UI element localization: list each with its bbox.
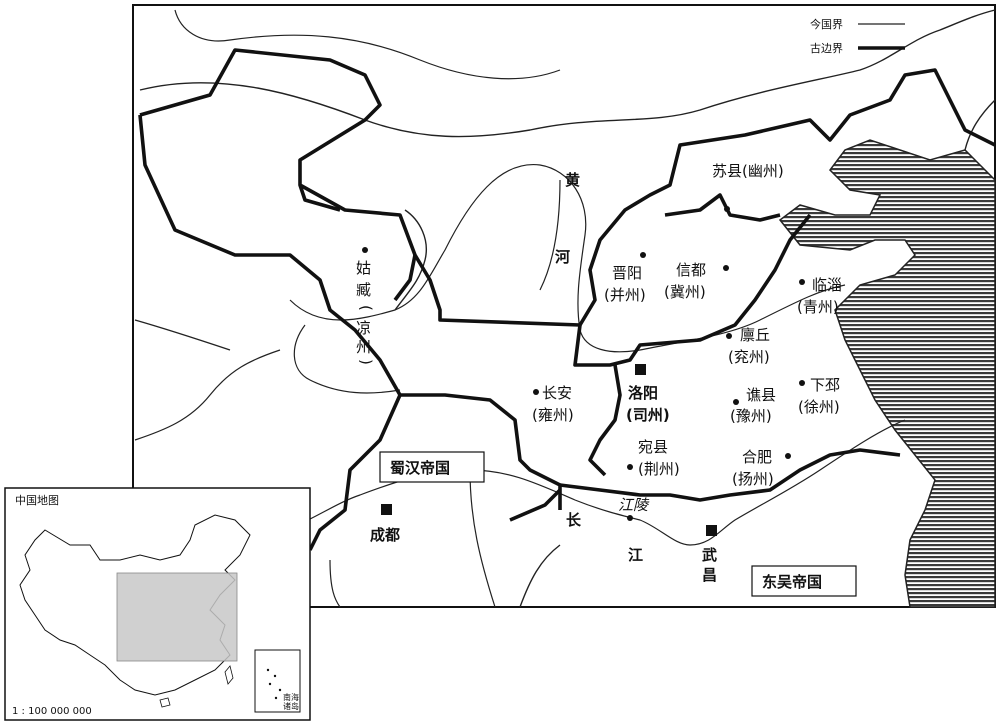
rivers bbox=[134, 9, 906, 608]
guzang-label-5: 州 bbox=[356, 338, 371, 356]
river-branch-2 bbox=[293, 324, 401, 394]
linzi-label-1: 临淄 bbox=[812, 276, 842, 294]
wanxian-label-1: 宛县 bbox=[638, 438, 668, 456]
jinyang-label-1: 晋阳 bbox=[612, 264, 642, 282]
river-branch-6 bbox=[329, 559, 341, 608]
river-label-jiang: 江 bbox=[628, 546, 643, 564]
inset-islands-label-1: 南海 bbox=[283, 692, 299, 702]
linzi-dot bbox=[799, 279, 805, 285]
ancient-borders bbox=[138, 48, 996, 551]
luoyang-label-2: (司州) bbox=[626, 406, 670, 424]
inset-islands-label-2: 诸岛 bbox=[283, 701, 299, 711]
qiaoxian-label-1: 谯县 bbox=[746, 386, 776, 404]
inset-scale: 1 : 100 000 000 bbox=[12, 706, 92, 717]
guzang-label-1: 姑 bbox=[356, 259, 371, 277]
svg-text:蜀汉帝国: 蜀汉帝国 bbox=[390, 459, 450, 477]
inset-china-map: 中国地图 南海 诸岛 1 : 100 000 000 bbox=[4, 487, 311, 721]
inset-taiwan bbox=[224, 665, 234, 685]
wanxian-label-2: (荆州) bbox=[638, 460, 680, 478]
guzang-label-6: ) bbox=[357, 359, 375, 365]
inset-title: 中国地图 bbox=[15, 494, 59, 507]
qiaoxian-label-2: (豫州) bbox=[730, 407, 772, 425]
linqiu-label-1: 廪丘 bbox=[740, 326, 770, 344]
linqiu-dot bbox=[726, 333, 732, 339]
dong-wu-empire-label: 东吴帝国 bbox=[751, 565, 857, 597]
legend: 今国界 古边界 bbox=[810, 17, 905, 55]
xiapi-label-2: (徐州) bbox=[798, 398, 840, 416]
xindu-label-1: 信都 bbox=[676, 261, 706, 279]
sea-area bbox=[778, 139, 996, 608]
river-branch-5 bbox=[174, 9, 561, 80]
yellow-river bbox=[289, 164, 846, 353]
suxian-label: 苏县(幽州) bbox=[712, 162, 784, 180]
wuchang-label-2: 昌 bbox=[702, 566, 717, 584]
wanxian-dot bbox=[627, 464, 633, 470]
chengdu-capital-marker bbox=[381, 504, 392, 515]
city-dots bbox=[362, 206, 805, 521]
xiapi-label-1: 下邳 bbox=[810, 376, 840, 394]
svg-text:东吴帝国: 东吴帝国 bbox=[762, 573, 822, 591]
xindu-label-2: (冀州) bbox=[664, 283, 706, 301]
changan-dot bbox=[533, 389, 539, 395]
guzang-label-3: ( bbox=[357, 305, 375, 311]
luoyang-capital-marker bbox=[635, 364, 646, 375]
jinyang-dot bbox=[640, 252, 646, 258]
guzang-label-4: 凉 bbox=[356, 319, 371, 337]
legend-ancient-label: 古边界 bbox=[810, 42, 843, 55]
changan-label-2: (雍州) bbox=[532, 406, 574, 424]
hefei-label-2: (扬州) bbox=[732, 470, 774, 488]
river-branch-3 bbox=[469, 469, 496, 608]
inset-highlight-region bbox=[116, 572, 238, 662]
shu-han-empire-label: 蜀汉帝国 bbox=[379, 451, 485, 483]
wuchang-capital-marker bbox=[706, 525, 717, 536]
wuchang-label-1: 武 bbox=[702, 546, 717, 564]
inset-hainan bbox=[159, 697, 171, 708]
changan-label-1: 长安 bbox=[542, 384, 572, 402]
chengdu-label: 成都 bbox=[370, 526, 400, 544]
guzang-dot bbox=[362, 247, 368, 253]
linqiu-label-2: (兖州) bbox=[728, 348, 770, 366]
suxian-dot bbox=[724, 206, 730, 212]
legend-modern-label: 今国界 bbox=[810, 17, 843, 31]
jiangling-dot bbox=[627, 515, 633, 521]
river-label-huang: 黄 bbox=[565, 171, 580, 189]
luoyang-label-1: 洛阳 bbox=[628, 384, 658, 402]
jiangling-label: 江陵 bbox=[618, 496, 650, 514]
modern-borders bbox=[134, 9, 996, 608]
jinyang-label-2: (并州) bbox=[604, 286, 646, 304]
qiaoxian-dot bbox=[733, 399, 739, 405]
guzang-label-2: 臧 bbox=[356, 281, 371, 299]
river-branch-1 bbox=[134, 349, 281, 441]
inset-south-sea-box bbox=[254, 649, 301, 713]
xindu-dot bbox=[723, 265, 729, 271]
xiapi-dot bbox=[799, 380, 805, 386]
linzi-label-2: (青州) bbox=[797, 298, 839, 316]
river-label-chang: 长 bbox=[566, 511, 582, 529]
river-label-he: 河 bbox=[555, 248, 570, 266]
river-branch-4 bbox=[539, 179, 561, 291]
hefei-label-1: 合肥 bbox=[742, 448, 772, 466]
hefei-dot bbox=[785, 453, 791, 459]
city-labels: 姑 臧 ( 凉 州 ) 苏县(幽州) 晋阳 (并州) 信都 (冀州) 临淄 (青… bbox=[356, 162, 842, 514]
